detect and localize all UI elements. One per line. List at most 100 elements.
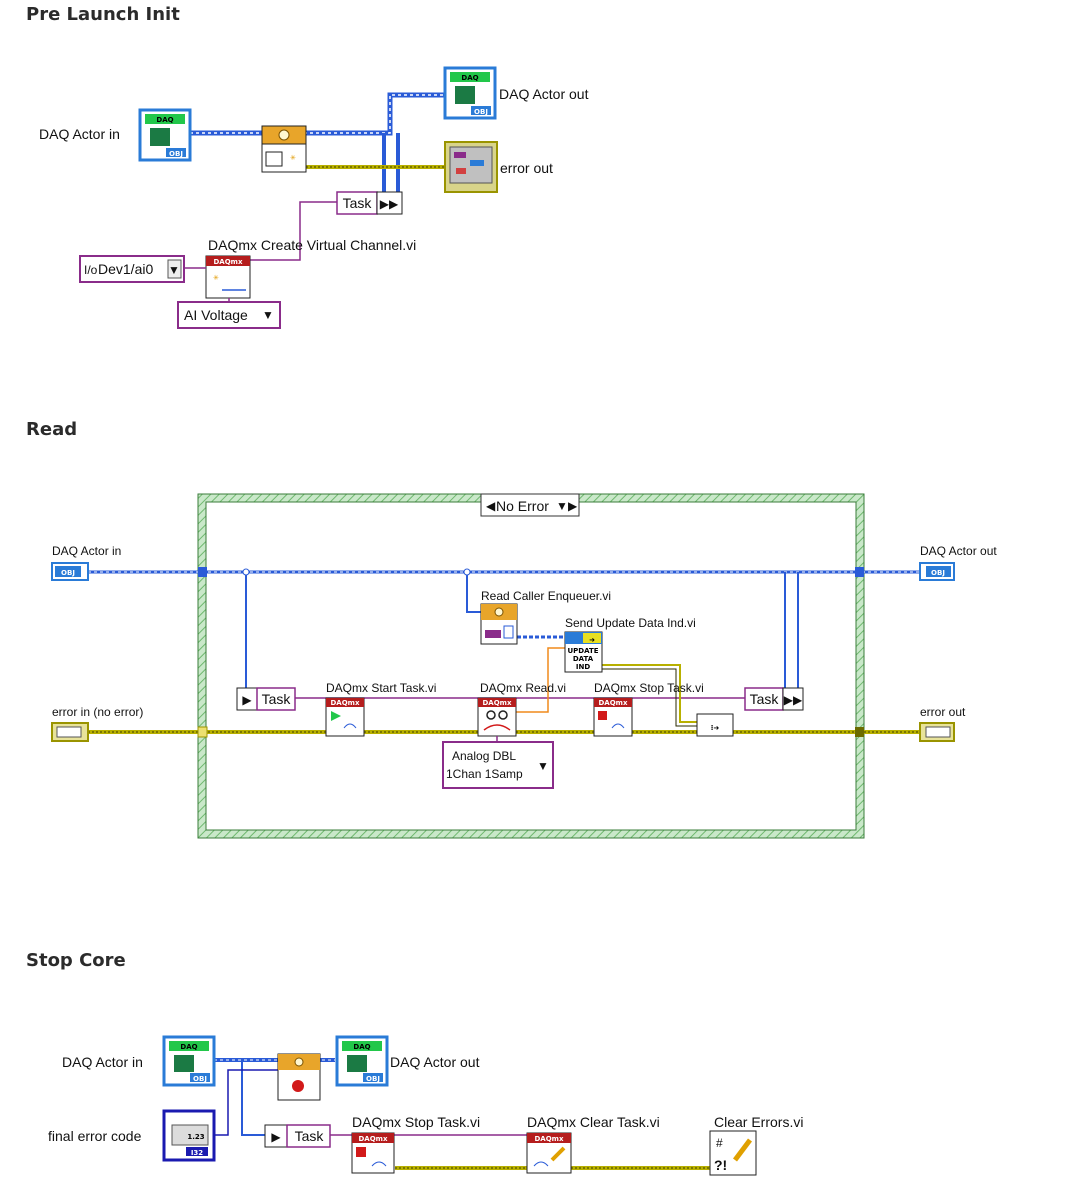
svg-text:AI Voltage: AI Voltage bbox=[184, 307, 248, 323]
create-vi-label: DAQmx Create Virtual Channel.vi bbox=[208, 237, 416, 253]
chevron-down-icon: ▼ bbox=[262, 308, 274, 322]
read-error-out-label: error out bbox=[920, 705, 966, 719]
task-unbundle[interactable]: Task ▶▶ bbox=[336, 191, 403, 215]
stop-task-unbundle[interactable]: ▶ Task bbox=[264, 1124, 331, 1148]
stop-actor-out-label: DAQ Actor out bbox=[390, 1054, 480, 1070]
svg-text:Task: Task bbox=[343, 195, 373, 211]
svg-text:▶▶: ▶▶ bbox=[784, 693, 803, 707]
case-selector[interactable]: ◀ No Error ▼ ▶ bbox=[480, 493, 580, 517]
svg-text:OBJ: OBJ bbox=[61, 569, 75, 577]
svg-text:OBJ: OBJ bbox=[931, 569, 945, 577]
daq-actor-in-icon[interactable]: DAQ OBJ bbox=[138, 108, 192, 162]
stop-actor-in-icon[interactable]: DAQ OBJ bbox=[162, 1035, 216, 1087]
svg-text:Task: Task bbox=[295, 1128, 325, 1144]
svg-text:✳: ✳ bbox=[290, 154, 296, 162]
svg-text:DAQmx: DAQmx bbox=[359, 1135, 388, 1143]
stop-actor-out-icon[interactable]: DAQ OBJ bbox=[335, 1035, 389, 1087]
read-actor-out-label: DAQ Actor out bbox=[920, 544, 997, 558]
read-task-bundle-right[interactable]: Task ▶▶ bbox=[744, 687, 804, 711]
read-actor-in-label: DAQ Actor in bbox=[52, 544, 121, 558]
svg-text:OBJ: OBJ bbox=[169, 150, 183, 158]
svg-text:✳: ✳ bbox=[213, 274, 219, 282]
svg-text:⁞➜: ⁞➜ bbox=[711, 724, 720, 732]
error-out-label: error out bbox=[500, 160, 553, 176]
section-title-pre-launch: Pre Launch Init bbox=[26, 4, 180, 25]
svg-text:OBJ: OBJ bbox=[193, 1075, 207, 1083]
int-wire bbox=[214, 1069, 278, 1136]
daqmx-start-task-icon[interactable]: DAQmx bbox=[325, 697, 365, 737]
stop-property-node-icon[interactable] bbox=[277, 1053, 321, 1101]
svg-text:?!: ?! bbox=[714, 1157, 727, 1173]
svg-text:OBJ: OBJ bbox=[474, 108, 488, 116]
svg-text:I32: I32 bbox=[191, 1149, 203, 1157]
channel-constant[interactable]: I/o Dev1/ai0 ▼ bbox=[79, 255, 185, 283]
read-caller-enqueuer-icon[interactable] bbox=[480, 603, 518, 645]
svg-text:DAQmx: DAQmx bbox=[331, 699, 360, 707]
chevron-down-icon: ▼ bbox=[537, 759, 549, 773]
object-wire bbox=[190, 92, 445, 192]
property-node-icon[interactable]: ✳ bbox=[261, 125, 307, 173]
svg-text:IND: IND bbox=[576, 663, 590, 671]
svg-text:DAQmx: DAQmx bbox=[535, 1135, 564, 1143]
read-error-in-terminal[interactable] bbox=[51, 722, 89, 742]
read-error-in-label: error in (no error) bbox=[52, 705, 143, 719]
send-update-data-icon[interactable]: ➜ UPDATE DATA IND bbox=[564, 631, 603, 673]
read-caller-label: Read Caller Enqueuer.vi bbox=[481, 589, 611, 603]
clear-task-label: DAQmx Clear Task.vi bbox=[527, 1114, 660, 1130]
channel-value: Dev1/ai0 bbox=[98, 261, 153, 277]
svg-text:I/o: I/o bbox=[84, 263, 98, 277]
read-error-out-terminal[interactable] bbox=[919, 722, 955, 742]
svg-text:DAQ: DAQ bbox=[461, 74, 478, 82]
svg-text:No Error: No Error bbox=[496, 498, 549, 514]
daq-actor-out-icon[interactable]: DAQ OBJ bbox=[443, 66, 497, 120]
daqmx-read-icon[interactable]: DAQmx bbox=[477, 697, 517, 737]
stop-core-diagram: DAQ Actor in DAQ OBJ DAQ OBJ DAQ Actor o… bbox=[48, 1035, 803, 1176]
svg-text:Task: Task bbox=[262, 691, 292, 707]
daqmx-create-channel-icon[interactable]: DAQmx ✳ bbox=[205, 255, 251, 299]
daqmx-stop-task-icon[interactable]: DAQmx bbox=[593, 697, 633, 737]
svg-text:DAQmx: DAQmx bbox=[599, 699, 628, 707]
section-title-read: Read bbox=[26, 419, 78, 440]
svg-text:DAQ: DAQ bbox=[180, 1043, 197, 1051]
merge-errors-icon[interactable]: ⁞➜ bbox=[696, 713, 734, 737]
svg-text:▶: ▶ bbox=[271, 1130, 281, 1144]
read-task-unbundle-left[interactable]: ▶ Task bbox=[236, 687, 296, 711]
svg-text:DATA: DATA bbox=[573, 655, 594, 663]
svg-text:#: # bbox=[716, 1136, 723, 1150]
svg-text:▶: ▶ bbox=[242, 693, 252, 707]
chevron-down-icon: ▼ bbox=[556, 499, 568, 513]
svg-text:DAQmx: DAQmx bbox=[483, 699, 512, 707]
analog-dbl-constant[interactable]: Analog DBL 1Chan 1Samp ▼ bbox=[442, 741, 554, 789]
stop-core-stop-task-icon[interactable]: DAQmx bbox=[351, 1132, 395, 1174]
increment-arrow-icon: ▶ bbox=[568, 499, 578, 513]
stop-actor-in-label: DAQ Actor in bbox=[62, 1054, 143, 1070]
tunnel bbox=[855, 727, 864, 737]
read-actor-in-terminal[interactable]: OBJ bbox=[51, 562, 89, 581]
svg-text:DAQ: DAQ bbox=[156, 116, 173, 124]
send-update-label: Send Update Data Ind.vi bbox=[565, 616, 696, 630]
actor-in-label: DAQ Actor in bbox=[39, 126, 120, 142]
final-error-numeric[interactable]: 1.23 I32 bbox=[162, 1109, 216, 1162]
actor-out-label: DAQ Actor out bbox=[499, 86, 589, 102]
read-actor-out-terminal[interactable]: OBJ bbox=[919, 562, 955, 581]
svg-text:Analog DBL: Analog DBL bbox=[452, 749, 516, 763]
dbl-wire bbox=[516, 647, 565, 713]
stop-core-stop-label: DAQmx Stop Task.vi bbox=[352, 1114, 480, 1130]
error-out-icon[interactable] bbox=[444, 141, 498, 193]
clear-errors-label: Clear Errors.vi bbox=[714, 1114, 803, 1130]
svg-text:➜: ➜ bbox=[589, 636, 595, 644]
clear-errors-icon[interactable]: # ?! bbox=[709, 1130, 757, 1176]
svg-text:UPDATE: UPDATE bbox=[567, 647, 598, 655]
decrement-arrow-icon: ◀ bbox=[486, 499, 496, 513]
svg-text:DAQmx: DAQmx bbox=[214, 258, 243, 266]
svg-text:OBJ: OBJ bbox=[366, 1075, 380, 1083]
chevron-down-icon: ▼ bbox=[168, 263, 180, 277]
svg-text:1Chan 1Samp: 1Chan 1Samp bbox=[446, 767, 523, 781]
final-error-label: final error code bbox=[48, 1128, 142, 1144]
svg-text:▶▶: ▶▶ bbox=[380, 197, 399, 211]
ai-voltage-constant[interactable]: AI Voltage ▼ bbox=[177, 301, 281, 329]
section-title-stop-core: Stop Core bbox=[26, 950, 126, 971]
daqmx-clear-task-icon[interactable]: DAQmx bbox=[526, 1132, 572, 1174]
daqmx-read-label: DAQmx Read.vi bbox=[480, 681, 566, 695]
read-object-wire bbox=[88, 570, 920, 688]
